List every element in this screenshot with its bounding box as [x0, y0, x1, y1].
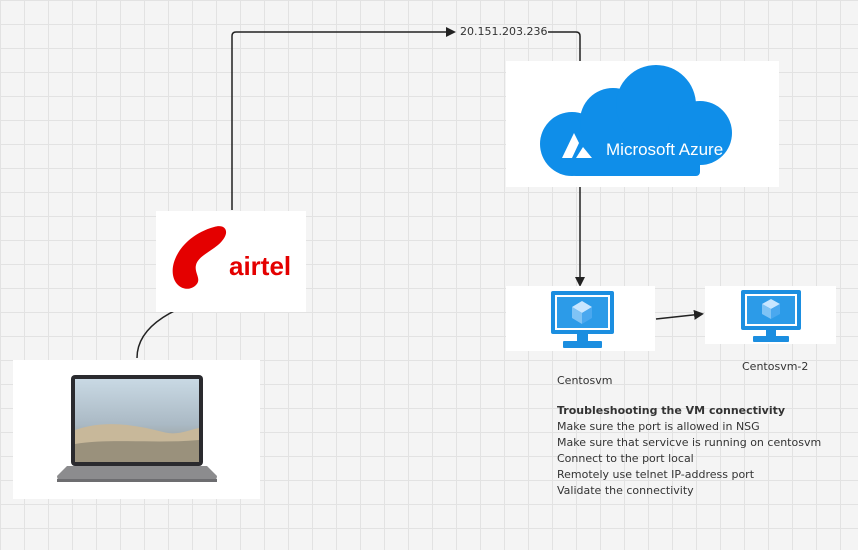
troubleshooting-notes: Troubleshooting the VM connectivity Make… — [557, 403, 821, 499]
centosvm-to-centosvm2-arrow — [655, 309, 704, 320]
azure-logo-text: Microsoft Azure — [606, 140, 723, 159]
notes-title: Troubleshooting the VM connectivity — [557, 404, 786, 417]
azure-cloud-icon: Microsoft Azure — [540, 65, 732, 176]
notes-step: Validate the connectivity — [557, 484, 694, 497]
centosvm-label: Centosvm — [557, 374, 613, 387]
airtel-to-ip-arrow — [231, 27, 456, 210]
azure-logo-card: Microsoft Azure — [506, 61, 779, 187]
laptop-icon — [57, 375, 217, 482]
airtel-swirl-icon — [172, 226, 227, 289]
airtel-logo-text: airtel — [229, 251, 291, 281]
centosvm-2-label: Centosvm-2 — [742, 360, 809, 373]
virtual-machine-icon — [551, 291, 614, 348]
notes-step: Connect to the port local — [557, 452, 694, 465]
ip-to-centosvm-arrow — [542, 31, 585, 287]
ip-address-label: 20.151.203.236 — [459, 25, 549, 38]
virtual-machine-icon — [741, 290, 801, 342]
notes-step: Make sure that servicve is running on ce… — [557, 436, 822, 449]
airtel-logo: airtel — [172, 226, 291, 289]
airtel-logo-card: airtel — [156, 211, 306, 312]
notes-step: Remotely use telnet IP-address port — [557, 468, 755, 481]
centosvm-2-card — [705, 286, 836, 344]
notes-step: Make sure the port is allowed in NSG — [557, 420, 760, 433]
laptop-card — [13, 360, 260, 499]
centosvm-card — [506, 286, 655, 351]
